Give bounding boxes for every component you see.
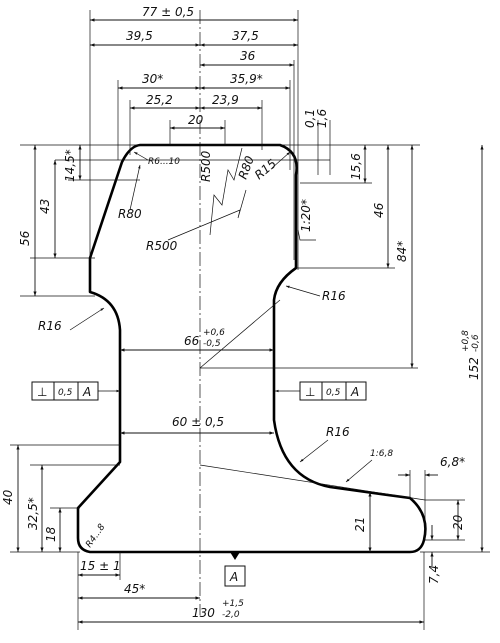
svg-text:⊥: ⊥ [37,385,47,399]
dim-7-4: 7,4 [427,565,441,584]
tolerance-frame-right: ⊥ 0,5 A [275,381,367,401]
svg-text:0,5: 0,5 [58,388,73,398]
dim-web-60: 60 ± 0,5 [172,415,224,429]
dim-20b: 20 [451,514,465,530]
dim-25-2: 25,2 [146,93,173,107]
radius-r80-top: R80 [236,154,257,181]
dim-46: 46 [372,202,386,218]
svg-text:⊥: ⊥ [305,385,315,399]
datum-box [224,565,246,587]
svg-text:0,5: 0,5 [326,388,341,398]
dim-45: 45* [124,582,145,596]
datum-label: A [229,570,238,584]
dim-base: 130 [192,606,215,620]
dim-18: 18 [44,526,58,542]
dim-height-sup: +0,8 [461,330,471,352]
svg-text:A: A [350,385,359,399]
radius-r500-left: R500 [146,239,178,253]
dim-32-5: 32,5* [26,497,40,530]
slope-1-20: 1:20* [299,199,313,232]
dim-36: 36 [240,49,256,63]
dim-84: 84* [395,241,409,262]
dim-40: 40 [1,489,15,505]
dim-web-sub: -0,5 [203,339,221,349]
dim-21: 21 [353,517,367,532]
dim-web-sup: +0,6 [203,328,225,338]
dim-14-5: 14,5* [63,149,77,182]
dim-1-6: 1,6 [315,109,329,128]
dim-20: 20 [188,113,204,127]
dim-base-sub: -2,0 [222,610,240,620]
radius-r16-left: R16 [38,319,62,333]
dim-base-sup: +1,5 [222,599,244,609]
dim-left-half: 39,5 [126,29,153,43]
dim-15-6: 15,6 [349,153,363,180]
dim-overall-width: 77 ± 0,5 [142,5,194,19]
dim-0-1: 0,1 [303,109,317,128]
radius-r16-foot: R16 [326,425,350,439]
svg-text:A: A [82,385,91,399]
dim-height: 152 [467,357,481,380]
tolerance-frame-left: ⊥ 0,5 A [31,381,120,401]
dim-height-sub: -0,6 [471,334,481,352]
dim-35-9: 35,9* [230,72,263,86]
radius-r16-right: R16 [322,289,346,303]
datum-triangle [230,552,240,560]
radius-r500-top: R500 [199,150,213,182]
dim-23-9: 23,9 [212,93,239,107]
slope-1-6-8: 1:6,8 [370,449,393,459]
dim-15-pm-1: 15 ± 1 [80,559,121,573]
dim-56: 56 [18,230,32,246]
radius-r6-10: R6...10 [148,157,180,167]
dim-right-half: 37,5 [232,29,259,43]
radius-r80-left: R80 [118,207,142,221]
radius-r4-8: R4...8 [84,522,107,549]
rail-profile-outline [76,143,427,554]
dim-43: 43 [38,199,52,214]
dim-web: 66 [184,334,200,348]
dim-30: 30* [142,72,163,86]
dim-6-8: 6,8* [440,455,465,469]
